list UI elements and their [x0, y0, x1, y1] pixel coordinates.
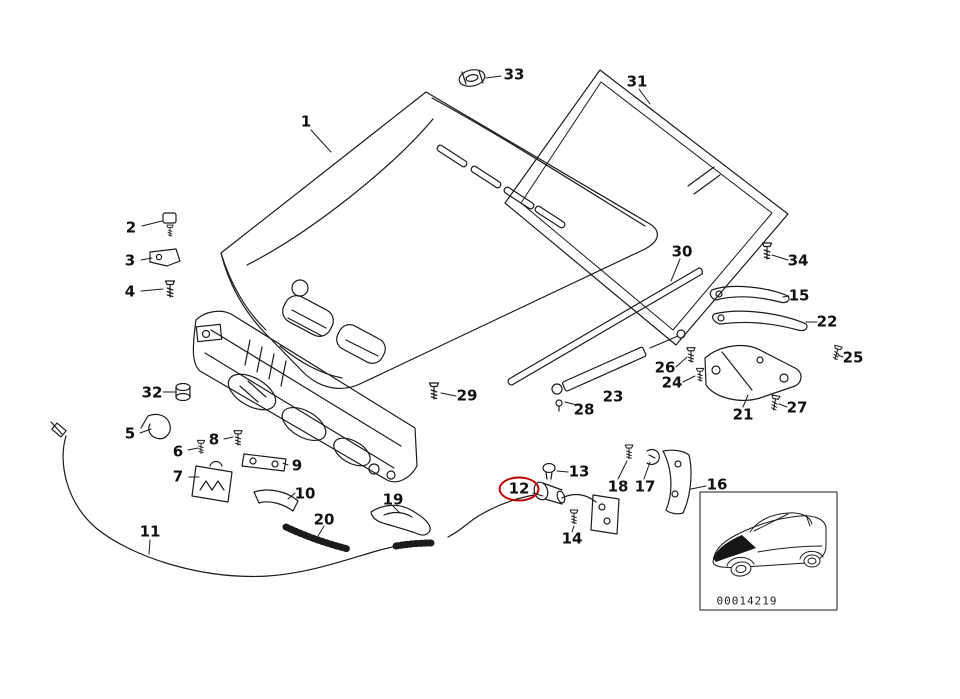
callout-31: 31 — [626, 72, 648, 91]
callout-28: 28 — [573, 400, 595, 419]
callout-15: 15 — [788, 286, 810, 305]
screw-27 — [769, 394, 781, 412]
callout-3: 3 — [124, 251, 136, 270]
screw-34 — [761, 242, 773, 260]
callout-19: 19 — [382, 490, 404, 509]
cable-spring-20 — [282, 523, 352, 553]
screw-18 — [624, 444, 634, 460]
callout-13: 13 — [568, 462, 590, 481]
callout-9: 9 — [291, 456, 303, 475]
hinge-21 — [704, 344, 802, 401]
roundel-badge — [291, 279, 309, 297]
bracket-16 — [662, 449, 692, 515]
callout-32: 32 — [141, 383, 163, 402]
callout-18: 18 — [607, 477, 629, 496]
callout-30: 30 — [671, 242, 693, 261]
grommet-33 — [458, 69, 486, 87]
callout-17: 17 — [634, 477, 656, 496]
plate-9 — [241, 453, 287, 472]
screw-26 — [686, 347, 696, 363]
bracket-10 — [253, 489, 299, 512]
callout-29: 29 — [456, 386, 478, 405]
callout-4: 4 — [124, 282, 136, 301]
callout-20: 20 — [313, 510, 335, 529]
screw-14 — [569, 509, 579, 525]
cable-guide-19 — [370, 504, 431, 536]
hood-seal-frame — [504, 69, 789, 346]
callout-33: 33 — [503, 65, 525, 84]
callout-34: 34 — [787, 251, 809, 270]
ball-stud-28 — [555, 399, 563, 407]
clip-17 — [646, 448, 660, 465]
cap-13 — [542, 462, 556, 474]
callout-22: 22 — [816, 312, 838, 331]
callout-12-highlighted: 12 — [498, 476, 540, 502]
car-inset — [699, 491, 838, 611]
arm-15 — [709, 285, 790, 304]
kidney-grilles — [282, 295, 386, 364]
callout-16: 16 — [706, 475, 728, 494]
lock-assembly — [533, 462, 620, 535]
bulkhead-panel — [192, 310, 418, 483]
callout-24: 24 — [661, 373, 683, 392]
callout-14: 14 — [561, 529, 583, 548]
inset-code: 00014219 — [716, 594, 778, 608]
left-small-parts — [149, 212, 191, 402]
callout-5: 5 — [124, 424, 136, 443]
screw-25 — [830, 344, 843, 361]
callout-1: 1 — [300, 112, 312, 131]
callout-10: 10 — [294, 484, 316, 503]
stud-29 — [428, 382, 440, 400]
latch-parts — [140, 413, 299, 512]
release-cable — [50, 421, 535, 578]
hood-highlighted-area — [713, 535, 756, 562]
callout-27: 27 — [786, 398, 808, 417]
callout-21: 21 — [732, 405, 754, 424]
lower-seal-strip — [507, 267, 703, 386]
gas-strut — [551, 329, 705, 412]
callout-26: 26 — [654, 358, 676, 377]
callout-11: 11 — [139, 522, 161, 541]
pin-6 — [196, 439, 206, 454]
arm-22 — [712, 310, 808, 332]
callout-2: 2 — [125, 218, 137, 237]
hood-outline — [220, 91, 658, 389]
hinge-parts — [704, 242, 843, 412]
callout-6: 6 — [172, 442, 184, 461]
screw-24 — [695, 367, 705, 382]
release-lever-5 — [147, 413, 171, 440]
screw-8 — [233, 430, 243, 446]
right-center-parts — [624, 444, 692, 515]
leader-lines — [139, 75, 844, 555]
latch-7 — [191, 465, 233, 503]
callout-23: 23 — [602, 387, 624, 406]
callout-8: 8 — [208, 430, 220, 449]
callout-25: 25 — [842, 348, 864, 367]
callout-7: 7 — [172, 467, 184, 486]
